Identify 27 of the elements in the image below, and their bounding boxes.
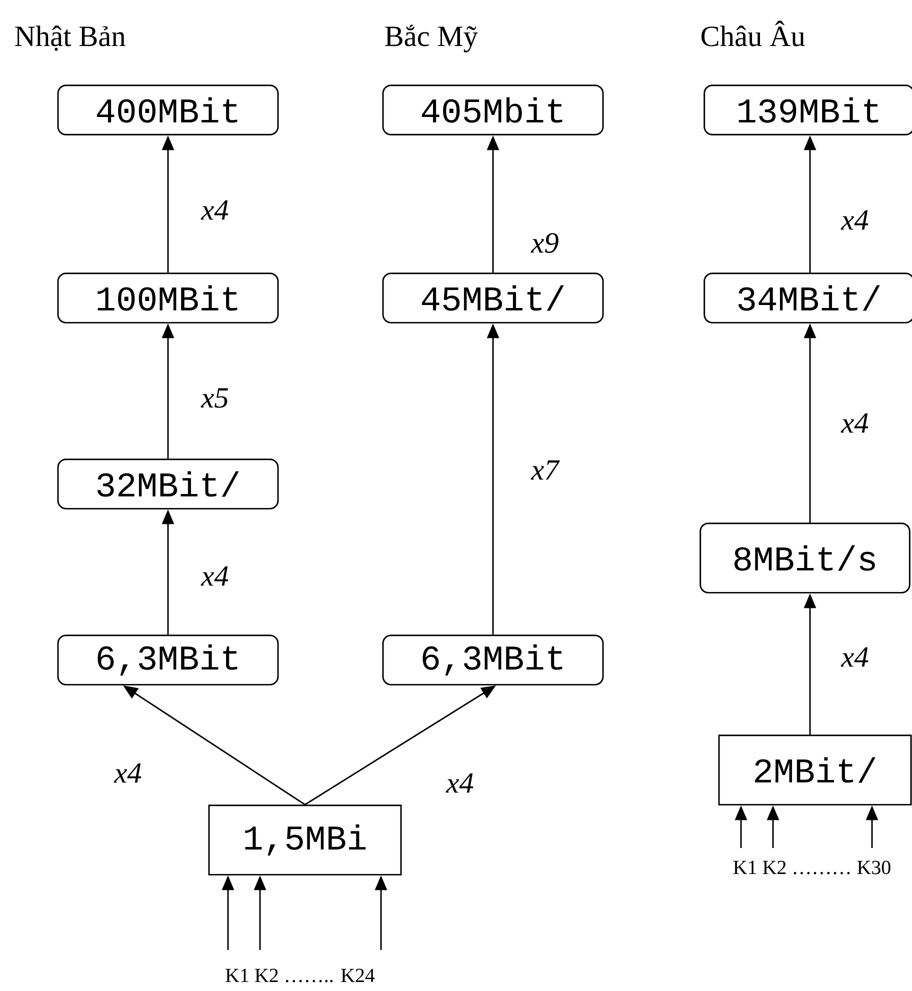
edge-label: x4 <box>112 762 144 784</box>
edge-label: x4 <box>200 565 230 587</box>
edge-label: x4 <box>840 646 870 668</box>
rounded-box: 6,3MBit <box>57 634 279 686</box>
rounded-box: 6,3MBit <box>382 634 604 686</box>
rounded-box: 139MBit <box>704 84 912 136</box>
edge-label: x7 <box>530 459 560 481</box>
rounded-box: 34MBit/ <box>704 272 912 324</box>
rounded-box: 405Mbit <box>382 84 604 136</box>
edge-label: x4 <box>200 199 230 221</box>
edge-label: x4 <box>444 772 476 794</box>
region-title: Bắc Mỹ <box>385 24 478 52</box>
channel-label: K1 K2 …….. K24 <box>226 968 375 982</box>
rounded-box: 32MBit/ <box>57 458 279 510</box>
rectangle-box: 1,5MBi <box>208 804 402 876</box>
rounded-box: 45MBit/ <box>382 272 604 324</box>
region-title: Nhật Bản <box>15 26 126 51</box>
channel-label: K1 K2 ……… K30 <box>733 860 890 874</box>
edge-label: x5 <box>200 386 230 410</box>
rounded-box: 400MBit <box>57 84 279 136</box>
rounded-box: 100MBit <box>57 272 279 324</box>
rounded-box: 8MBit/s <box>700 522 910 594</box>
region-title: Châu Âu <box>701 20 805 46</box>
edge-label: x4 <box>840 412 870 434</box>
rectangle-box: 2MBit/ <box>718 734 912 806</box>
edge-label: x9 <box>530 232 560 254</box>
edge-label: x4 <box>840 209 870 231</box>
